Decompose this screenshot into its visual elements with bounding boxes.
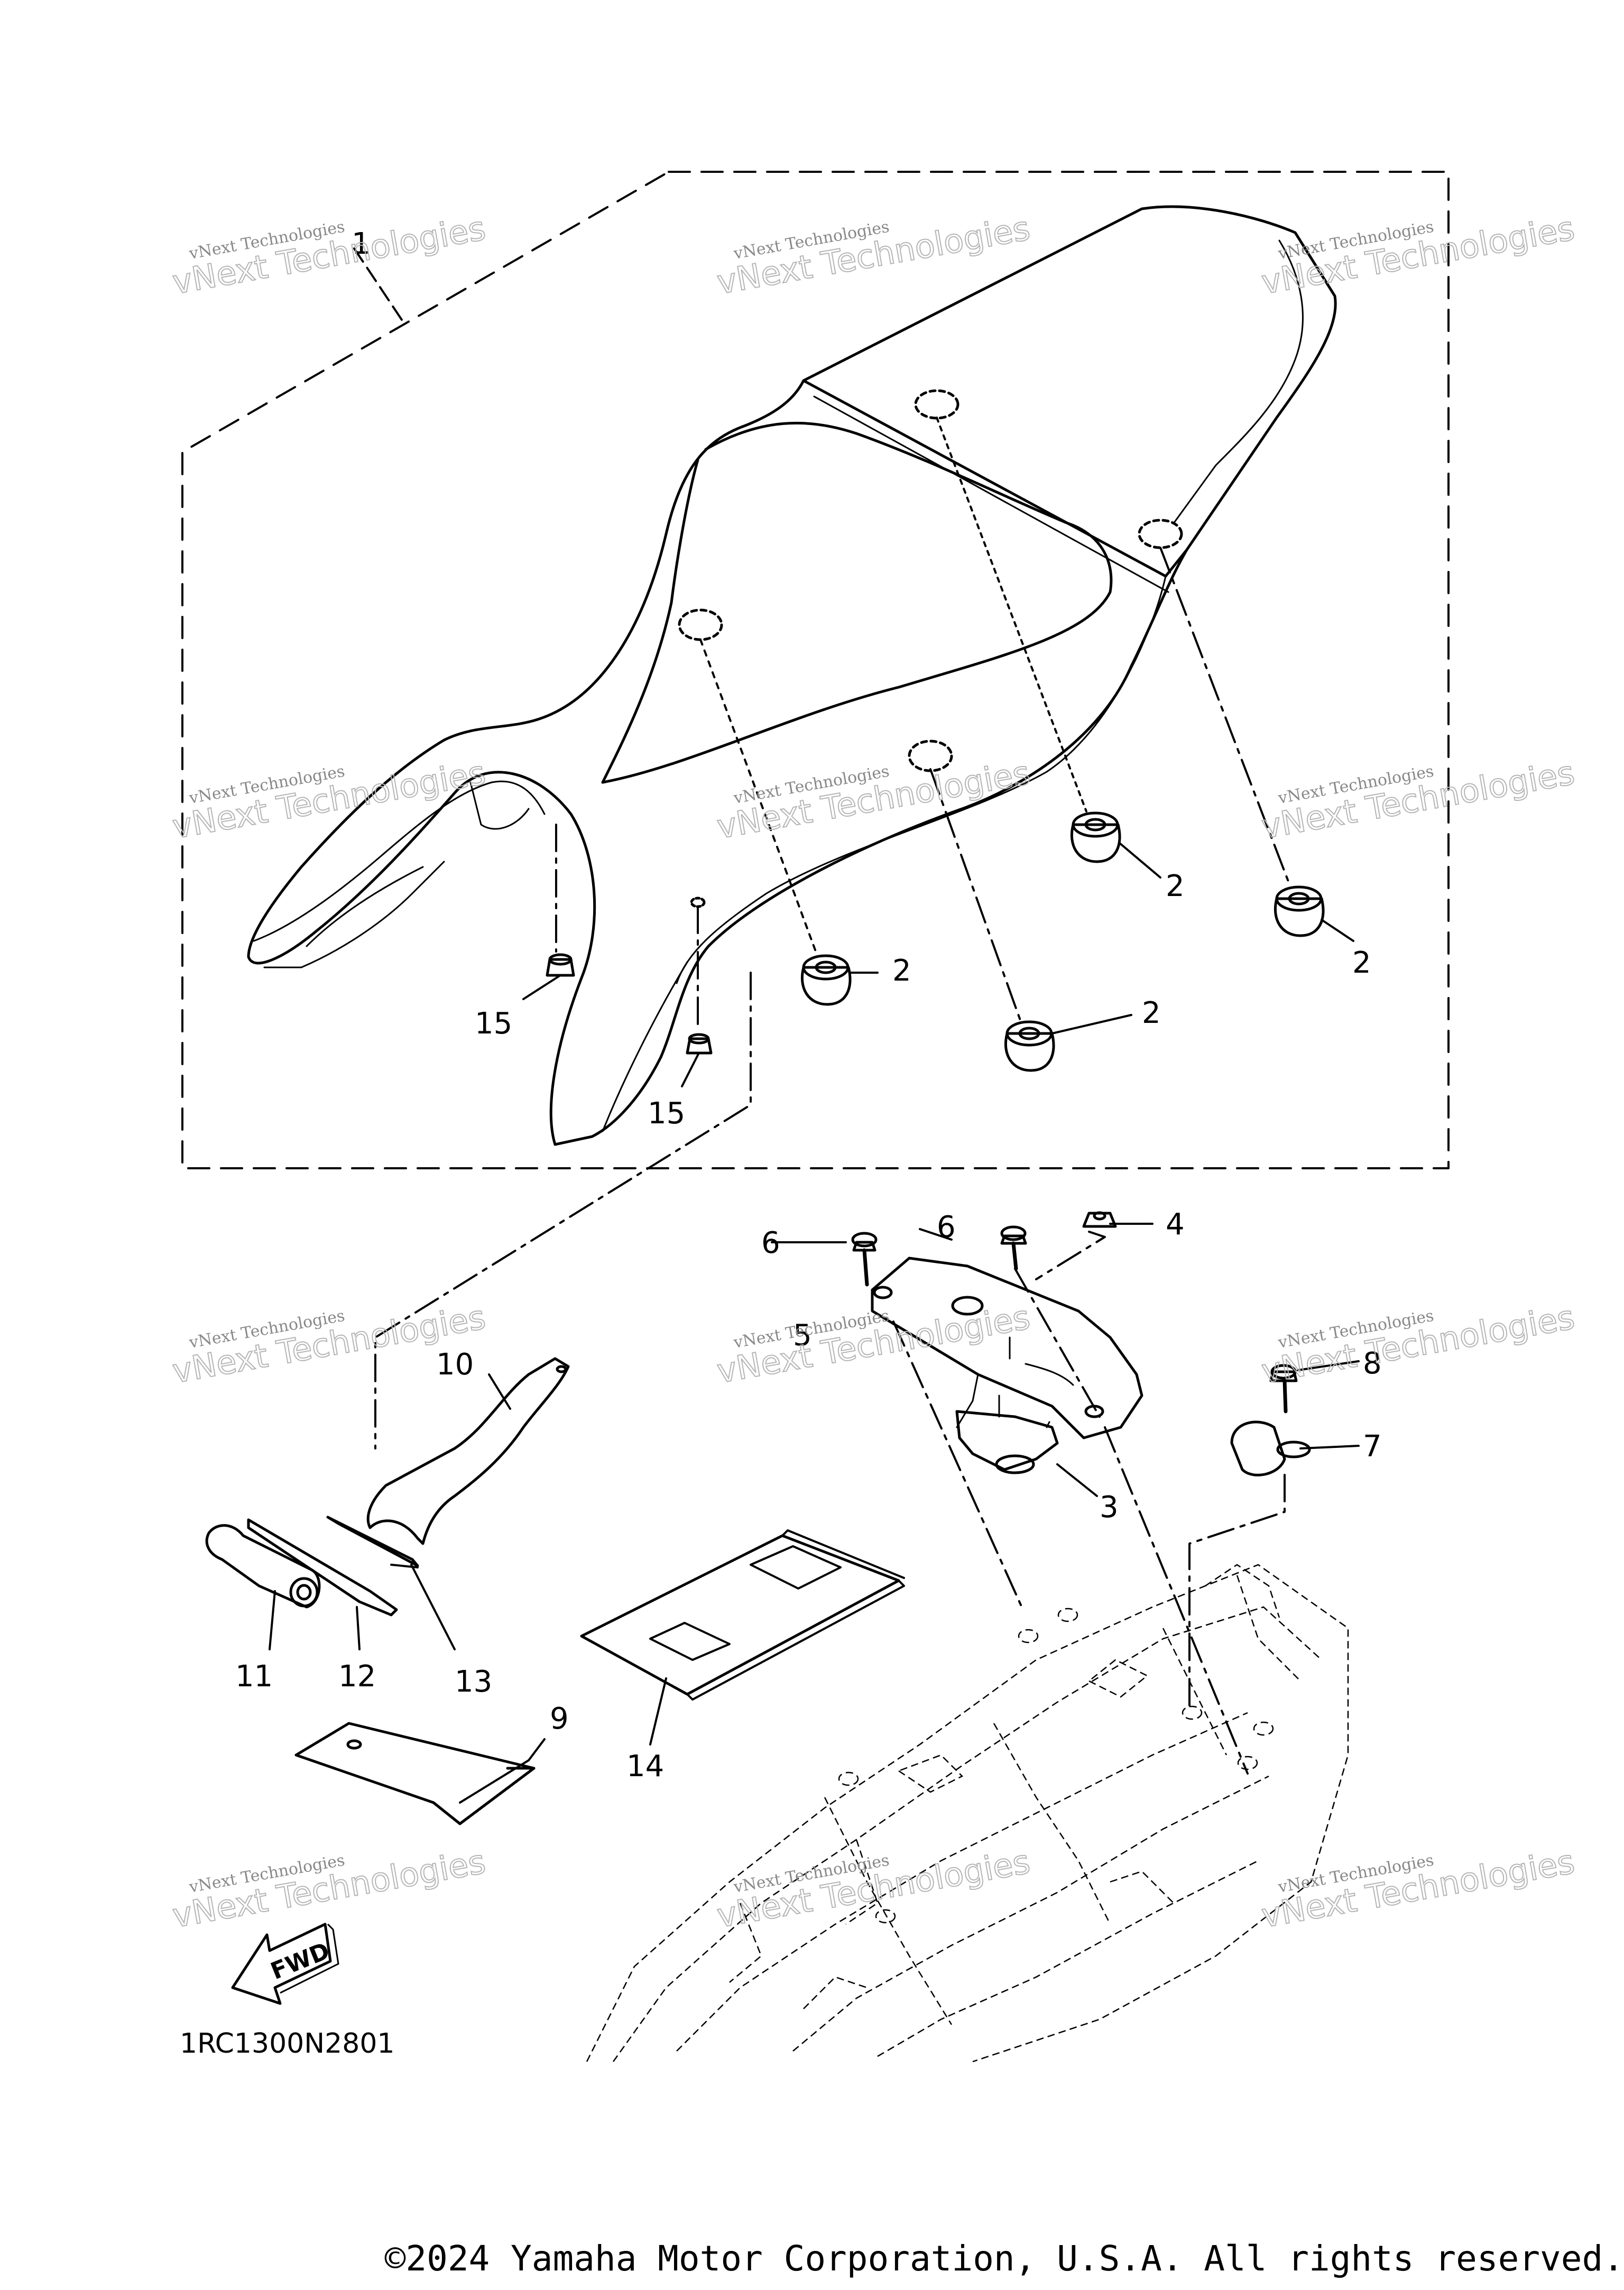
callout-14: 14 — [626, 1749, 664, 1784]
callout-10: 10 — [436, 1347, 474, 1382]
diagram-code: 1RC1300N2801 — [180, 2028, 395, 2060]
callout-2-b: 2 — [1352, 946, 1371, 980]
callout-15-a: 15 — [475, 1007, 512, 1041]
callout-labels: 1 2 2 2 2 15 15 6 6 4 5 8 7 3 10 11 12 1… — [235, 227, 1382, 1784]
tool-kit-illustration — [205, 1357, 905, 1825]
callout-2-c: 2 — [892, 954, 911, 988]
callout-8: 8 — [1363, 1346, 1382, 1381]
copyright-notice: ©2024 Yamaha Motor Corporation, U.S.A. A… — [384, 2238, 1624, 2279]
callout-15-b: 15 — [648, 1096, 685, 1131]
fwd-label: FWD — [267, 1937, 334, 1985]
frame-illustration — [586, 1564, 1349, 2063]
callout-2-d: 2 — [1142, 996, 1161, 1030]
seat-illustration — [247, 205, 1337, 1146]
callout-7: 7 — [1363, 1429, 1382, 1464]
callout-6-b: 6 — [937, 1210, 956, 1244]
seat-lock-illustration — [955, 1395, 1059, 1474]
bracket-illustration — [851, 1211, 1143, 1439]
callout-3: 3 — [1100, 1490, 1119, 1525]
watermarks: vNext Technologies vNext Technologies vN… — [169, 208, 1578, 1936]
guide-illustration — [1230, 1364, 1311, 1476]
callout-4: 4 — [1166, 1207, 1185, 1242]
callout-9: 9 — [550, 1702, 569, 1736]
callout-1: 1 — [352, 227, 371, 261]
fwd-arrow-icon — [231, 1923, 339, 2005]
seat-assembly-boundary — [181, 171, 1450, 1169]
callout-13: 13 — [455, 1665, 492, 1699]
callout-5: 5 — [793, 1318, 812, 1353]
callout-6-a: 6 — [761, 1226, 780, 1260]
nut-illustration — [546, 953, 713, 1055]
callout-12: 12 — [338, 1659, 376, 1694]
callout-11: 11 — [235, 1659, 273, 1694]
callout-2-a: 2 — [1166, 869, 1185, 903]
